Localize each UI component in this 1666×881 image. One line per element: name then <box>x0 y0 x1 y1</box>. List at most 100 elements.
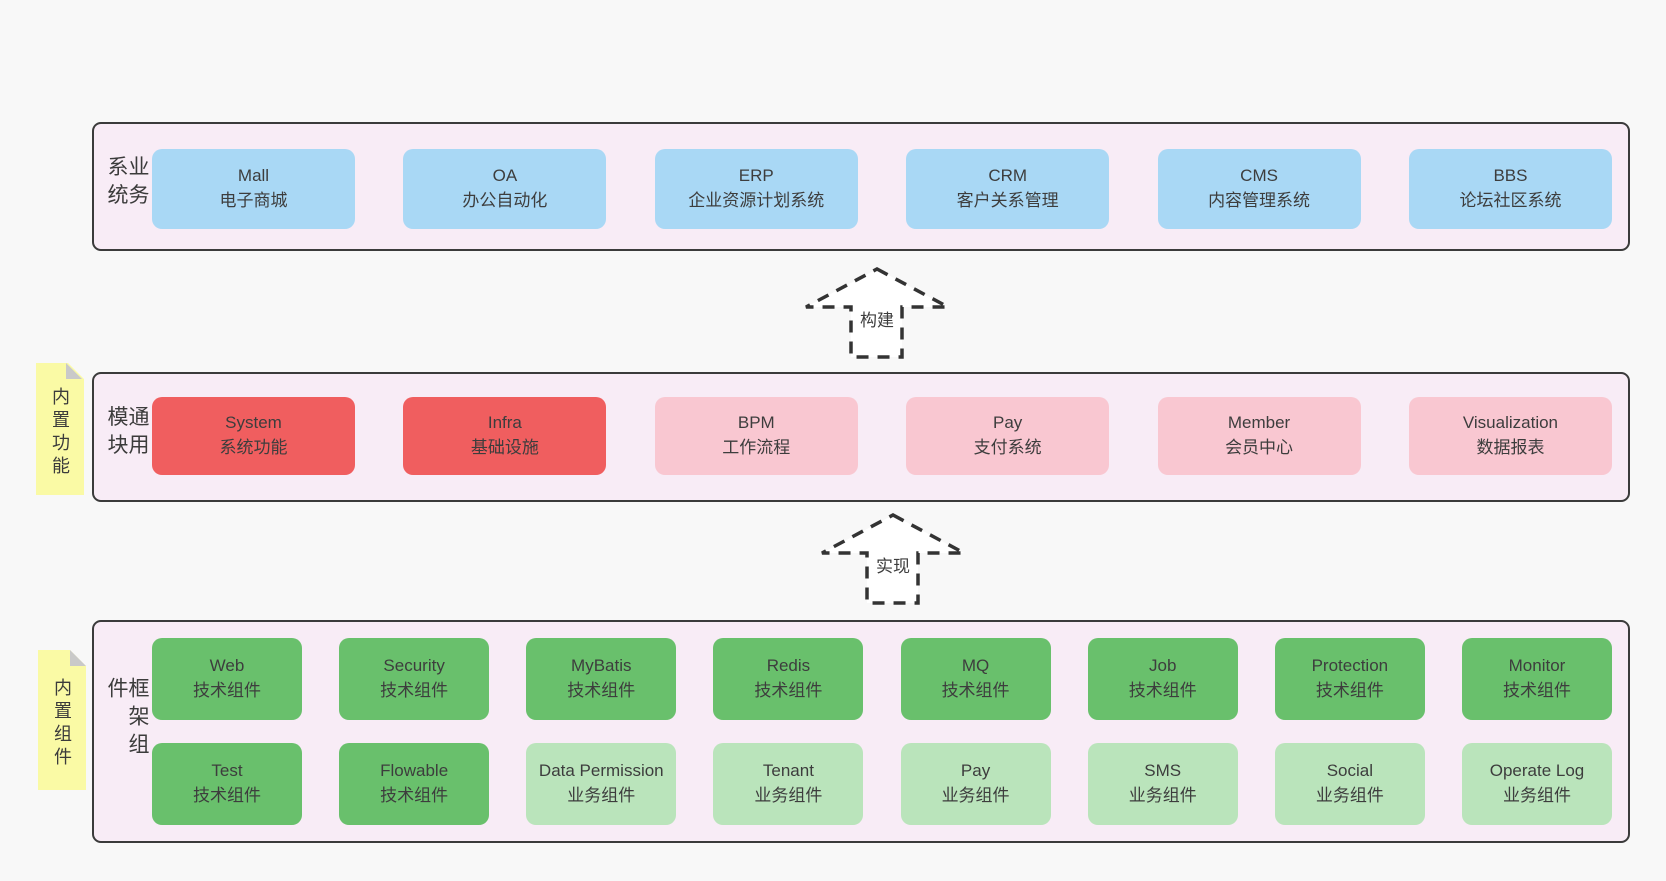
box-subtitle: 业务组件 <box>941 786 1010 805</box>
note-built-in-features: 内置功能 <box>36 363 84 495</box>
box-sms: SMS 业务组件 <box>1087 743 1238 825</box>
box-monitor: Monitor 技术组件 <box>1461 638 1612 720</box>
box-cms: CMS 内容管理系统 <box>1157 149 1361 229</box>
implement-arrow: 实现 <box>818 512 968 607</box>
box-crm: CRM 客户关系管理 <box>906 149 1110 229</box>
box-title: MyBatis <box>571 656 632 676</box>
box-data-permission: Data Permission 业务组件 <box>526 743 677 825</box>
box-subtitle: 数据报表 <box>1476 438 1545 457</box>
box-title: Test <box>211 761 243 781</box>
box-pay-biz: Pay 业务组件 <box>900 743 1051 825</box>
box-mall: Mall 电子商城 <box>152 149 355 229</box>
box-title: BPM <box>737 413 775 433</box>
box-test: Test 技术组件 <box>152 743 302 825</box>
box-title: Security <box>383 656 445 676</box>
box-operate-log: Operate Log 业务组件 <box>1461 743 1612 825</box>
box-subtitle: 支付系统 <box>973 438 1042 457</box>
box-web: Web 技术组件 <box>152 638 302 720</box>
box-title: Mall <box>237 166 270 186</box>
box-subtitle: 技术组件 <box>1128 681 1197 700</box>
box-subtitle: 技术组件 <box>193 786 261 805</box>
box-subtitle: 业务组件 <box>754 786 823 805</box>
box-security: Security 技术组件 <box>339 638 490 720</box>
box-title: Pay <box>993 413 1023 433</box>
box-title: CMS <box>1240 166 1278 186</box>
box-tenant: Tenant 业务组件 <box>713 743 864 825</box>
box-subtitle: 论坛社区系统 <box>1459 191 1562 210</box>
layer-common-modules: 通用模块 System 系统功能 Infra 基础设施 BPM 工作流程 Pay… <box>92 372 1630 502</box>
box-title: OA <box>492 166 518 186</box>
box-system: System 系统功能 <box>152 397 355 475</box>
box-title: Pay <box>960 761 991 781</box>
note-built-in-features-text: 内置功能 <box>50 387 70 479</box>
box-subtitle: 业务组件 <box>1315 786 1384 805</box>
box-job: Job 技术组件 <box>1087 638 1238 720</box>
box-subtitle: 会员中心 <box>1225 438 1294 457</box>
box-infra: Infra 基础设施 <box>403 397 607 475</box>
box-subtitle: 技术组件 <box>567 681 636 700</box>
box-subtitle: 工作流程 <box>722 438 791 457</box>
box-title: Web <box>209 656 245 676</box>
layer-business-systems: 业务系统 Mall 电子商城 OA 办公自动化 ERP 企业资源计划系统 CRM… <box>92 122 1630 251</box>
common-modules-row: System 系统功能 Infra 基础设施 BPM 工作流程 Pay 支付系统… <box>152 397 1612 475</box>
box-title: Data Permission <box>538 761 664 781</box>
note-built-in-components-text: 内置组件 <box>52 678 72 770</box>
box-mybatis: MyBatis 技术组件 <box>526 638 677 720</box>
box-subtitle: 技术组件 <box>1502 681 1571 700</box>
box-subtitle: 技术组件 <box>380 681 449 700</box>
box-bpm: BPM 工作流程 <box>654 397 858 475</box>
layer-framework-components: 框架组件 Web 技术组件 Security 技术组件 MyBatis 技术组件… <box>92 620 1630 843</box>
box-subtitle: 业务组件 <box>1128 786 1197 805</box>
box-subtitle: 电子商城 <box>219 191 288 210</box>
box-flowable: Flowable 技术组件 <box>339 743 490 825</box>
implement-arrow-label: 实现 <box>873 552 913 577</box>
box-subtitle: 客户关系管理 <box>956 191 1059 210</box>
box-title: SMS <box>1144 761 1182 781</box>
box-subtitle: 系统功能 <box>219 438 288 457</box>
box-title: Member <box>1227 413 1291 433</box>
box-title: Protection <box>1311 656 1389 676</box>
box-erp: ERP 企业资源计划系统 <box>654 149 858 229</box>
box-title: Operate Log <box>1489 761 1585 781</box>
box-title: BBS <box>1493 166 1528 186</box>
box-title: Monitor <box>1508 656 1566 676</box>
box-subtitle: 业务组件 <box>567 786 636 805</box>
box-title: Visualization <box>1462 413 1559 433</box>
box-mq: MQ 技术组件 <box>900 638 1051 720</box>
framework-components-row-2: Test 技术组件 Flowable 技术组件 Data Permission … <box>152 743 1612 825</box>
box-subtitle: 企业资源计划系统 <box>688 191 825 210</box>
box-subtitle: 技术组件 <box>380 786 449 805</box>
box-title: Infra <box>487 413 522 433</box>
box-subtitle: 办公自动化 <box>462 191 548 210</box>
box-title: ERP <box>738 166 774 186</box>
box-title: Flowable <box>380 761 449 781</box>
box-redis: Redis 技术组件 <box>713 638 864 720</box>
box-title: System <box>225 413 282 433</box>
box-subtitle: 技术组件 <box>1315 681 1384 700</box>
business-systems-row: Mall 电子商城 OA 办公自动化 ERP 企业资源计划系统 CRM 客户关系… <box>152 149 1612 229</box>
layer-framework-components-label: 框架组件 <box>105 676 149 761</box>
box-title: Tenant <box>762 761 814 781</box>
box-title: Redis <box>766 656 811 676</box>
box-title: Job <box>1148 656 1177 676</box>
box-social: Social 业务组件 <box>1274 743 1425 825</box>
box-subtitle: 技术组件 <box>754 681 823 700</box>
box-subtitle: 技术组件 <box>941 681 1010 700</box>
layer-common-modules-label: 通用模块 <box>105 405 149 462</box>
box-protection: Protection 技术组件 <box>1274 638 1425 720</box>
framework-components-row-1: Web 技术组件 Security 技术组件 MyBatis 技术组件 Redi… <box>152 638 1612 720</box>
box-subtitle: 技术组件 <box>193 681 261 700</box>
box-bbs: BBS 论坛社区系统 <box>1408 149 1612 229</box>
box-subtitle: 内容管理系统 <box>1208 191 1311 210</box>
box-title: MQ <box>961 656 990 676</box>
box-pay: Pay 支付系统 <box>906 397 1110 475</box>
box-subtitle: 基础设施 <box>470 438 539 457</box>
box-title: CRM <box>988 166 1028 186</box>
build-arrow: 构建 <box>802 266 952 361</box>
note-fold-icon <box>70 650 86 666</box>
box-subtitle: 业务组件 <box>1502 786 1571 805</box>
box-title: Social <box>1326 761 1373 781</box>
note-built-in-components: 内置组件 <box>38 650 86 790</box>
layer-business-systems-label: 业务系统 <box>105 155 149 212</box>
